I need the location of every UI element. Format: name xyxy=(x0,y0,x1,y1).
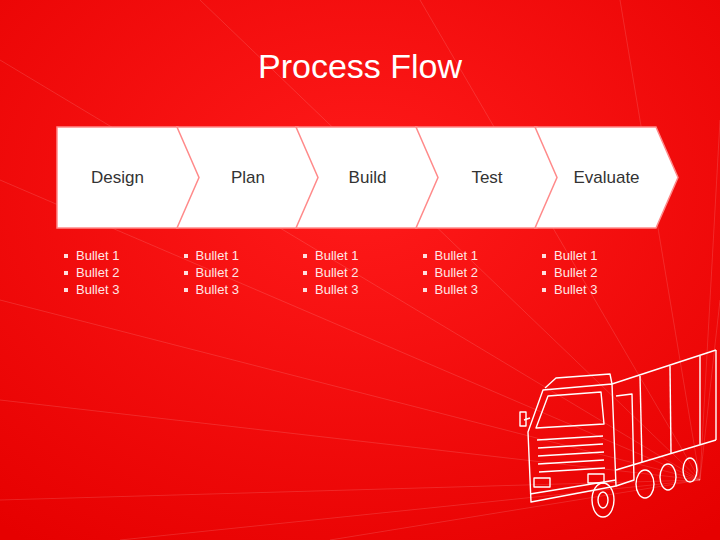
chevron-text-area: Design xyxy=(57,127,178,228)
bullet-marker xyxy=(303,288,307,292)
bullet-marker xyxy=(542,271,546,275)
bullet-marker xyxy=(184,254,188,258)
bullet-marker xyxy=(542,254,546,258)
bullet-text: Bullet 3 xyxy=(435,281,478,298)
bullet-marker xyxy=(64,271,68,275)
bullet-text: Bullet 2 xyxy=(435,264,478,281)
chevron-outline xyxy=(57,127,200,228)
slide-title: Process Flow xyxy=(0,44,720,88)
bullet-item: Bullet 3 xyxy=(542,281,597,298)
bullet-item: Bullet 1 xyxy=(423,247,478,264)
bullet-item: Bullet 2 xyxy=(542,264,597,281)
bullet-item: Bullet 2 xyxy=(184,264,239,281)
bullet-text: Bullet 1 xyxy=(76,247,119,264)
bullet-marker xyxy=(184,271,188,275)
chevron-text-area: Test xyxy=(438,127,537,228)
bullet-item: Bullet 1 xyxy=(64,247,119,264)
bullet-text: Bullet 3 xyxy=(76,281,119,298)
bullet-text: Bullet 2 xyxy=(554,264,597,281)
bullet-text: Bullet 1 xyxy=(554,247,597,264)
bullet-item: Bullet 2 xyxy=(64,264,119,281)
bullet-marker xyxy=(303,254,307,258)
process-chevron: Build xyxy=(296,127,439,228)
bullet-text: Bullet 2 xyxy=(315,264,358,281)
bullet-item: Bullet 1 xyxy=(184,247,239,264)
bullet-marker xyxy=(64,288,68,292)
bullet-text: Bullet 1 xyxy=(315,247,358,264)
chevron-text-area: Build xyxy=(318,127,417,228)
bullet-marker xyxy=(423,288,427,292)
bullet-item: Bullet 2 xyxy=(423,264,478,281)
bullet-marker xyxy=(423,254,427,258)
bullet-item: Bullet 3 xyxy=(64,281,119,298)
bullet-item: Bullet 2 xyxy=(303,264,358,281)
bullet-text: Bullet 1 xyxy=(196,247,239,264)
bullet-text: Bullet 3 xyxy=(315,281,358,298)
process-chevron: Plan xyxy=(177,127,320,228)
chevron-text-area: Plan xyxy=(199,127,298,228)
process-chevron: Test xyxy=(416,127,559,228)
bullet-item: Bullet 3 xyxy=(423,281,478,298)
bullet-marker xyxy=(542,288,546,292)
bullet-text: Bullet 1 xyxy=(435,247,478,264)
step-label: Design xyxy=(91,168,144,188)
process-chevron: Evaluate xyxy=(535,127,678,228)
bullet-text: Bullet 3 xyxy=(554,281,597,298)
bullet-text: Bullet 2 xyxy=(196,264,239,281)
step-label: Evaluate xyxy=(573,168,639,188)
chevron-text-area: Evaluate xyxy=(557,127,656,228)
step-label: Plan xyxy=(231,168,265,188)
truck-illustration xyxy=(520,350,716,517)
chevron-outline xyxy=(535,127,678,228)
step-label: Build xyxy=(349,168,387,188)
bullet-text: Bullet 2 xyxy=(76,264,119,281)
bullet-item: Bullet 1 xyxy=(542,247,597,264)
bullet-marker xyxy=(423,271,427,275)
chevron-outline xyxy=(416,127,559,228)
step-label: Test xyxy=(471,168,502,188)
bullet-marker xyxy=(184,288,188,292)
bullet-item: Bullet 1 xyxy=(303,247,358,264)
process-chevron: Design xyxy=(57,127,200,228)
bullet-marker xyxy=(303,271,307,275)
chevron-outline xyxy=(177,127,320,228)
chevron-outline xyxy=(296,127,439,228)
bullet-text: Bullet 3 xyxy=(196,281,239,298)
bullet-marker xyxy=(64,254,68,258)
bullet-item: Bullet 3 xyxy=(184,281,239,298)
bullet-item: Bullet 3 xyxy=(303,281,358,298)
